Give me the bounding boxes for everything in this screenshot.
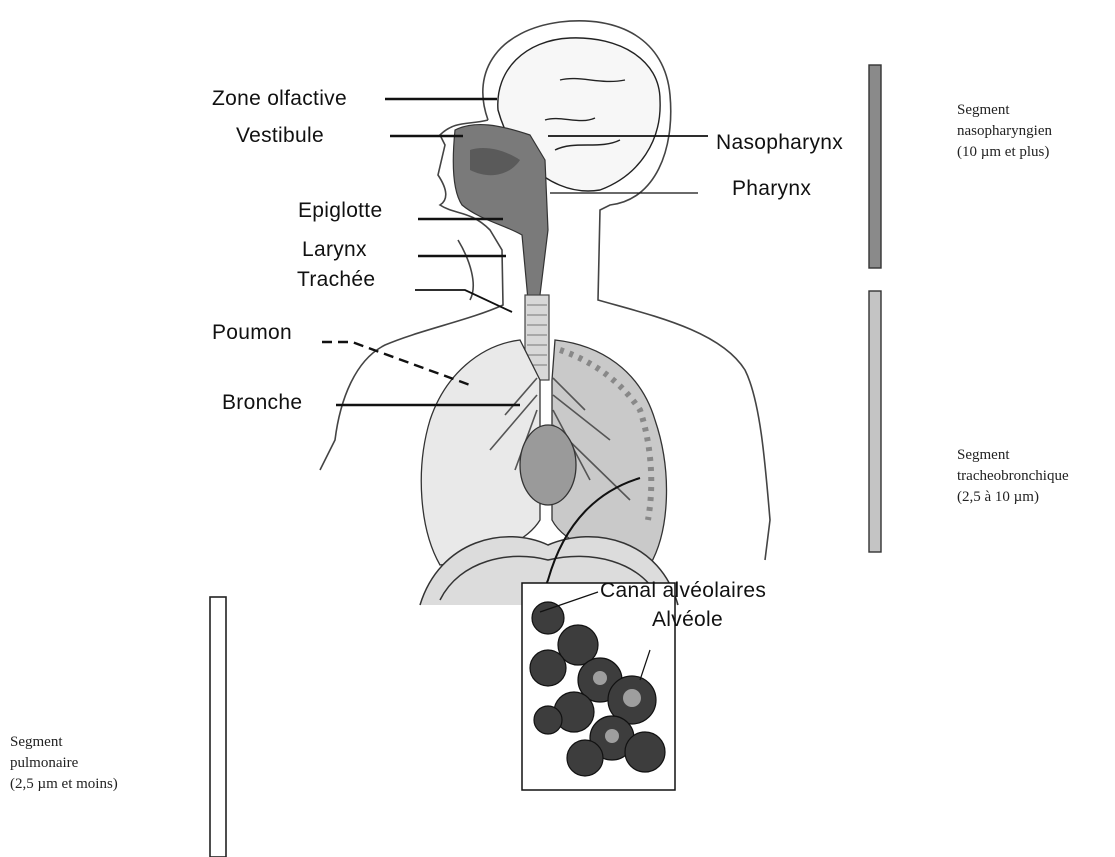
label-alveole: Alvéole xyxy=(652,608,723,632)
label-pharynx: Pharynx xyxy=(732,177,811,201)
segment-pulmonaire-line3: (2,5 µm et moins) xyxy=(10,774,118,795)
segment-bar-tracheobronchique xyxy=(869,291,881,552)
label-trachee: Trachée xyxy=(297,268,375,292)
label-vestibule: Vestibule xyxy=(236,124,324,148)
leader-line-trachee xyxy=(415,290,512,312)
label-zone-olfactive: Zone olfactive xyxy=(212,87,347,111)
airway xyxy=(453,125,549,380)
segment-text-tracheobronchique: Segment tracheobronchique (2,5 à 10 µm) xyxy=(957,445,1069,508)
label-nasopharynx: Nasopharynx xyxy=(716,131,843,155)
segment-tracheobronchique-line3: (2,5 à 10 µm) xyxy=(957,487,1069,508)
segment-nasopharyngien-line1: Segment xyxy=(957,100,1052,121)
segment-text-pulmonaire: Segment pulmonaire (2,5 µm et moins) xyxy=(10,732,118,795)
segment-bar-nasopharyngien xyxy=(869,65,881,268)
label-epiglotte: Epiglotte xyxy=(298,199,382,223)
label-canal-alveolaires: Canal alvéolaires xyxy=(600,579,766,603)
segment-text-nasopharyngien: Segment nasopharyngien (10 µm et plus) xyxy=(957,100,1052,163)
segment-pulmonaire-line1: Segment xyxy=(10,732,118,753)
label-larynx: Larynx xyxy=(302,238,367,262)
leader-line-poumon xyxy=(322,342,470,385)
segment-nasopharyngien-line2: nasopharyngien xyxy=(957,121,1052,142)
label-poumon: Poumon xyxy=(212,321,292,345)
segment-tracheobronchique-line2: tracheobronchique xyxy=(957,466,1069,487)
segment-tracheobronchique-line1: Segment xyxy=(957,445,1069,466)
segment-pulmonaire-line2: pulmonaire xyxy=(10,753,118,774)
label-bronche: Bronche xyxy=(222,391,302,415)
segment-nasopharyngien-line3: (10 µm et plus) xyxy=(957,142,1052,163)
segment-bar-pulmonaire xyxy=(210,597,226,857)
